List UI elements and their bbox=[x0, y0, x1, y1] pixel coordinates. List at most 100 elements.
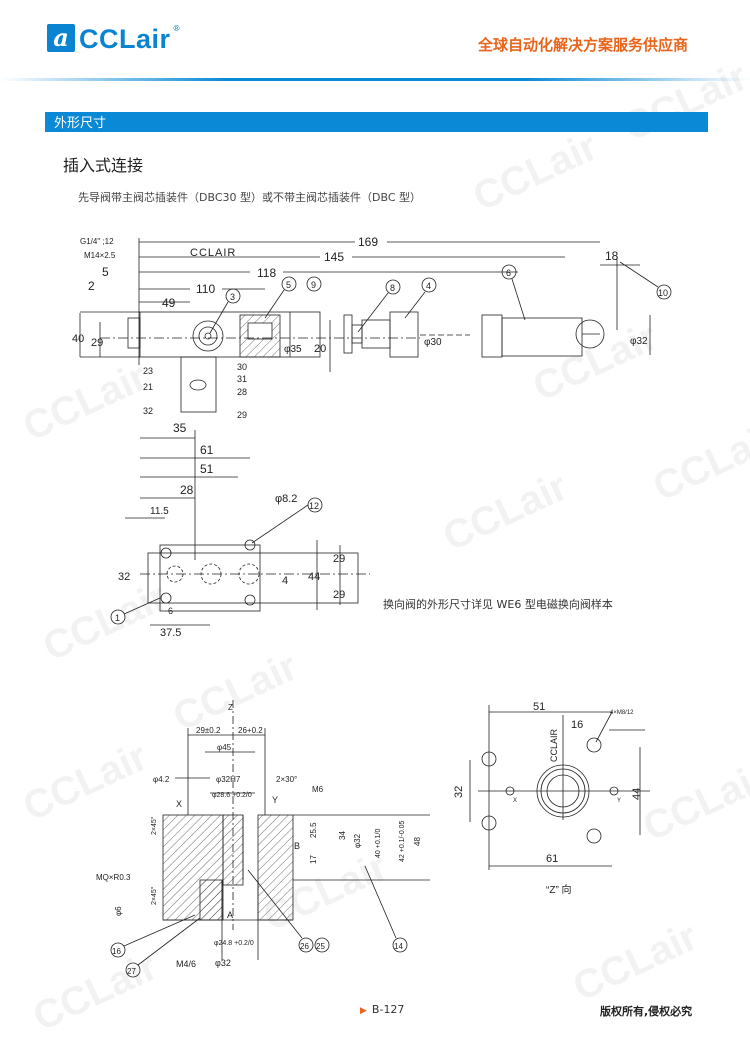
leader-28: 28 bbox=[237, 387, 247, 397]
view-arrow-z: Z bbox=[228, 703, 233, 712]
dim-20: 20 bbox=[314, 343, 326, 355]
dim-51: 51 bbox=[200, 462, 214, 476]
dim: φ28.6 +0.2/0 bbox=[212, 792, 252, 799]
thread-label: G1/4" ;12 bbox=[80, 237, 114, 246]
port-label: Y bbox=[272, 795, 278, 805]
dim: 29±0.2 bbox=[196, 726, 221, 735]
dim-d32: φ32 bbox=[630, 336, 648, 347]
part-callout: 8 bbox=[390, 283, 395, 293]
dim-29-top: 29 bbox=[333, 553, 345, 565]
header-divider bbox=[0, 78, 750, 81]
part-callout: 16 bbox=[112, 947, 121, 956]
part-callout: 3 bbox=[230, 292, 235, 302]
page-number: ▶ B-127 bbox=[360, 1003, 404, 1016]
part-callout: 26 bbox=[300, 942, 309, 951]
copyright: 版权所有,侵权必究 bbox=[600, 1005, 693, 1018]
dim-d30: φ30 bbox=[424, 337, 442, 348]
dim: 48 bbox=[413, 837, 422, 846]
section-bar: 外形尺寸 bbox=[45, 112, 708, 132]
logo-mark: a bbox=[47, 24, 75, 52]
drawing-subtitle: 先导阀带主阀芯插装件（DBC30 型）或不带主阀芯插装件（DBC 型） bbox=[78, 191, 421, 204]
view-caption: “Z” 向 bbox=[546, 883, 572, 896]
port-label: Y bbox=[617, 798, 621, 804]
dim-61: 61 bbox=[200, 443, 214, 457]
dim-49: 49 bbox=[162, 296, 176, 310]
part-callouts: 3 5 9 8 4 6 10 bbox=[209, 261, 672, 334]
section-title: 外形尺寸 bbox=[54, 116, 107, 131]
port-label: B bbox=[294, 841, 300, 851]
drawing-top-view: 12 1 61 51 28 11.5 φ8.2 32 29 44 29 4 6 … bbox=[110, 430, 370, 639]
hole-label: 4×M8/12 bbox=[610, 710, 634, 716]
dim-11-5: 11.5 bbox=[150, 506, 169, 517]
part-callout: 12 bbox=[309, 501, 319, 511]
logo-text: CCLair bbox=[79, 24, 171, 54]
dim-44: 44 bbox=[631, 788, 643, 800]
brand-label: CCLAIR bbox=[190, 247, 236, 259]
dim-51: 51 bbox=[533, 701, 545, 713]
thread-label: M14×2.5 bbox=[84, 251, 116, 260]
dim-28: 28 bbox=[180, 483, 194, 497]
drawing-z-view: 51 16 32 44 61 4×M8/12 CCLAIR X Y “Z” 向 bbox=[453, 701, 650, 896]
part-callout: 14 bbox=[394, 942, 403, 951]
dim: 17 bbox=[309, 855, 318, 864]
dim: 2×30° bbox=[276, 775, 297, 784]
dim: 40 +0.1/0 bbox=[375, 829, 382, 858]
drawing-section-view: Z 29±0.2 26+0.2 φ45 φ4.2 φ32H7 φ28.6 +0.… bbox=[96, 700, 430, 978]
dim-2: 2 bbox=[88, 279, 95, 293]
dim: 2×45° bbox=[150, 886, 158, 905]
dim: φ32 bbox=[215, 958, 231, 968]
part-callout: 5 bbox=[286, 280, 291, 290]
dim: φ32H7 bbox=[216, 775, 241, 784]
dim: 25.5 bbox=[309, 822, 318, 838]
dim-118: 118 bbox=[257, 266, 276, 280]
dim-4: 4 bbox=[282, 575, 288, 587]
port-label: X bbox=[513, 798, 517, 804]
dim-44: 44 bbox=[308, 571, 320, 583]
dim-6: 6 bbox=[168, 606, 173, 616]
tagline: 全球自动化解决方案服务供应商 bbox=[477, 36, 688, 54]
dim-145: 145 bbox=[324, 250, 344, 264]
dim: φ45 bbox=[217, 743, 232, 752]
dim-d8-2: φ8.2 bbox=[275, 493, 297, 505]
leader-31: 31 bbox=[237, 374, 247, 384]
reference-note: 换向阀的外形尺寸详见 WE6 型电磁换向阀样本 bbox=[383, 598, 613, 611]
dim: φ4.2 bbox=[153, 775, 170, 784]
leader-23: 23 bbox=[143, 366, 153, 376]
dim: MQ×R0.3 bbox=[96, 873, 131, 882]
dim-29: 29 bbox=[91, 337, 103, 349]
dim: 42 +0.1/-0.05 bbox=[399, 820, 406, 862]
leader-30: 30 bbox=[237, 362, 247, 372]
dim: 2×45° bbox=[150, 816, 158, 835]
dim-40: 40 bbox=[72, 333, 84, 345]
dim-18: 18 bbox=[605, 249, 619, 263]
dim-32: 32 bbox=[453, 786, 465, 798]
dim: φ6 bbox=[114, 906, 123, 916]
part-callout: 27 bbox=[127, 967, 136, 976]
leader-29: 29 bbox=[237, 410, 247, 420]
dim-32: 32 bbox=[118, 571, 130, 583]
part-callout: 1 bbox=[115, 613, 120, 623]
drawing-side-view: G1/4" ;12 M14×2.5 CCLAIR 169 145 118 110… bbox=[72, 235, 672, 435]
dim-61: 61 bbox=[546, 853, 558, 865]
part-callout: 25 bbox=[316, 942, 325, 951]
registered-mark: ® bbox=[172, 24, 181, 33]
leader-21: 21 bbox=[143, 382, 153, 392]
dim-29-bottom: 29 bbox=[333, 589, 345, 601]
dim-37-5: 37.5 bbox=[160, 627, 181, 639]
dim-d35: φ35 bbox=[284, 344, 302, 355]
dim: M6 bbox=[312, 785, 324, 794]
dim: M4/6 bbox=[176, 959, 196, 969]
port-label: X bbox=[176, 799, 182, 809]
dim-16: 16 bbox=[571, 719, 583, 731]
dim: 26+0.2 bbox=[238, 726, 263, 735]
port-label: A bbox=[227, 910, 233, 920]
dim: 34 bbox=[338, 831, 347, 840]
dim-5: 5 bbox=[102, 265, 109, 279]
page-number-text: B-127 bbox=[371, 1003, 405, 1016]
dim: φ24.8 +0.2/0 bbox=[214, 940, 254, 947]
dim-35: 35 bbox=[173, 421, 187, 435]
page-heading: 插入式连接 bbox=[63, 156, 144, 175]
dim: φ32 bbox=[353, 833, 362, 848]
triangle-right-icon: ▶ bbox=[360, 1006, 367, 1016]
